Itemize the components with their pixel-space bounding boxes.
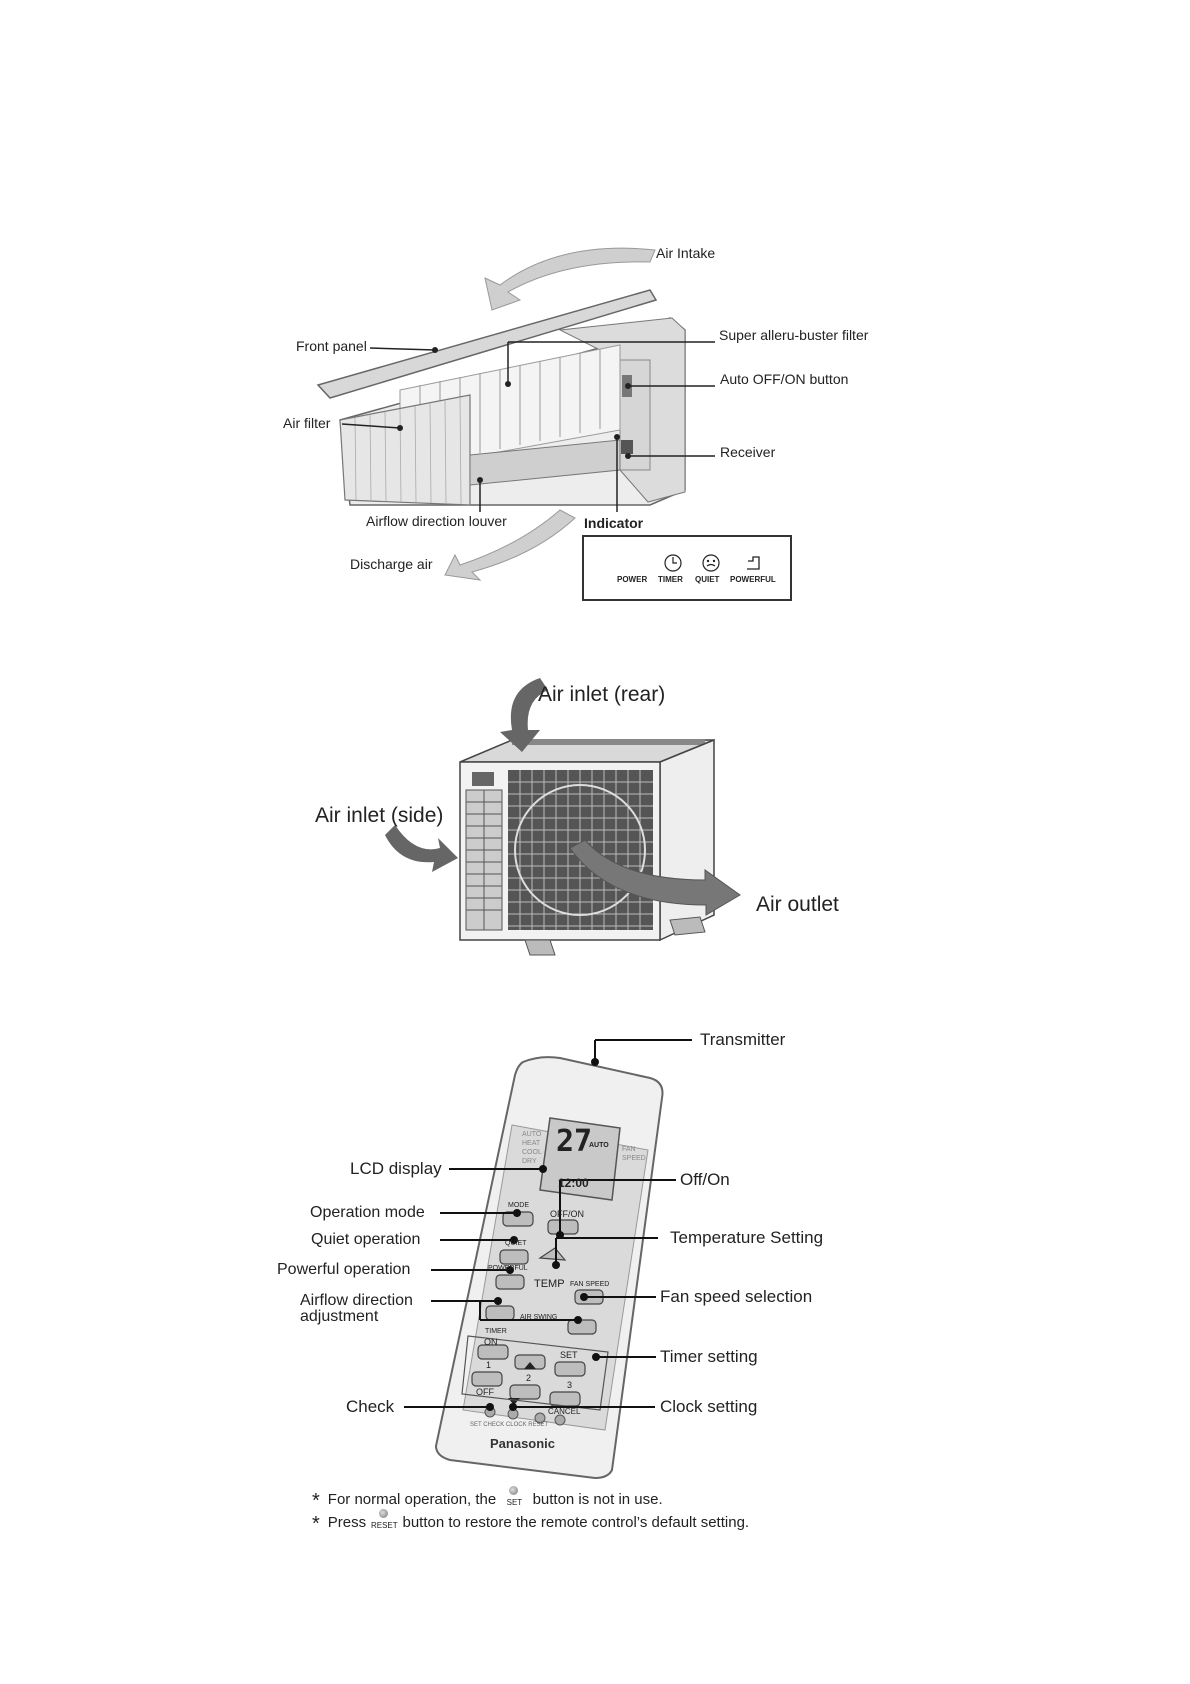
note-1-text-b: button is not in use. — [532, 1491, 663, 1508]
powerful-button[interactable]: POWERFUL — [488, 1265, 528, 1272]
note-star: * — [312, 1490, 320, 1512]
outdoor-unit-illustration — [385, 678, 741, 956]
offon-button[interactable]: OFF/ON — [550, 1209, 584, 1219]
air-inlet-rear-label: Air inlet (rear) — [538, 683, 666, 706]
temp-button[interactable]: TEMP — [534, 1278, 565, 1290]
note-2-text-b: button to restore the remote control’s d… — [402, 1514, 750, 1531]
air-filter-label: Air filter — [283, 415, 331, 431]
operation-mode-label: Operation mode — [310, 1204, 425, 1221]
note-2-cap: RESET — [370, 1521, 398, 1530]
indicator-panel: POWER TIMER QUIET POWERFUL — [582, 535, 792, 601]
note-reset-button: * Press RESET button to restore the remot… — [312, 1509, 750, 1536]
auto-button-label: Auto OFF/ON button — [720, 371, 849, 387]
clock-setting-label: Clock setting — [660, 1397, 758, 1416]
quiet-operation-label: Quiet operation — [311, 1231, 421, 1248]
temperature-setting-label: Temperature Setting — [670, 1228, 824, 1247]
receiver-label: Receiver — [720, 444, 776, 460]
airflow-adjustment-label: adjustment — [300, 1308, 379, 1325]
transmitter-label: Transmitter — [700, 1030, 786, 1049]
indicator-label: Indicator — [584, 515, 644, 531]
timer-1-label: 1 — [486, 1360, 492, 1370]
check-label: Check — [346, 1397, 395, 1416]
timer-setting-label: Timer setting — [660, 1347, 758, 1366]
note-2-text-a: Press — [327, 1514, 367, 1531]
air-intake-label: Air Intake — [656, 245, 716, 261]
super-filter-label: Super alleru-buster filter — [719, 327, 869, 343]
reset-button-mini-icon: RESET — [370, 1509, 398, 1530]
note-1-cap: SET — [506, 1498, 523, 1507]
lcd-auto-indicator: AUTO — [589, 1142, 609, 1149]
quiet-button[interactable]: QUIET — [505, 1240, 527, 1247]
indicator-power: POWER — [617, 575, 648, 584]
mode-button[interactable]: MODE — [508, 1202, 529, 1209]
indoor-unit-illustration — [316, 247, 715, 581]
quiet-icon — [702, 554, 720, 572]
timer-2-label: 2 — [526, 1373, 532, 1383]
timer-cancel-button[interactable]: CANCEL — [548, 1407, 581, 1416]
indicator-quiet: QUIET — [695, 575, 720, 584]
air-outlet-label: Air outlet — [756, 893, 839, 916]
indicator-timer: TIMER — [658, 575, 683, 584]
set-button-mini-icon: SET — [500, 1486, 528, 1507]
note-1-text-a: For normal operation, the — [327, 1491, 497, 1508]
brand-logo: Panasonic — [490, 1436, 556, 1451]
timer-off-button[interactable]: OFF — [476, 1387, 494, 1397]
timer-on-button[interactable]: ON — [484, 1337, 498, 1347]
discharge-air-label: Discharge air — [350, 556, 433, 572]
fan-speed-button[interactable]: FAN SPEED — [570, 1281, 610, 1288]
lcd-temperature: 27 — [556, 1124, 593, 1159]
timer-3-label: 3 — [567, 1380, 573, 1390]
bottom-buttons-label: SET CHECK CLOCK RESET — [470, 1422, 549, 1428]
indicator-powerful: POWERFUL — [730, 575, 776, 584]
airflow-direction-label: Airflow direction — [300, 1292, 413, 1309]
note-star: * — [312, 1513, 320, 1535]
lcd-mode-list: AUTO HEAT COOL DRY — [522, 1131, 542, 1165]
timer-icon — [664, 554, 682, 572]
off-on-label: Off/On — [680, 1170, 730, 1189]
lcd-time: 12:00 — [558, 1176, 589, 1190]
fan-speed-selection-label: Fan speed selection — [660, 1287, 813, 1306]
powerful-icon — [747, 556, 760, 570]
louver-label: Airflow direction louver — [366, 513, 507, 529]
timer-section-label: TIMER — [485, 1328, 507, 1335]
lcd-fan-speed: FAN SPEED — [622, 1146, 646, 1162]
air-swing-button[interactable]: AIR SWING — [520, 1314, 558, 1321]
air-inlet-side-label: Air inlet (side) — [315, 804, 444, 827]
front-panel-label: Front panel — [296, 338, 367, 354]
lcd-display-label: LCD display — [350, 1159, 442, 1178]
note-set-button: * For normal operation, the SET button is… — [312, 1486, 663, 1513]
timer-set-button[interactable]: SET — [560, 1350, 578, 1360]
powerful-operation-label: Powerful operation — [277, 1261, 411, 1278]
